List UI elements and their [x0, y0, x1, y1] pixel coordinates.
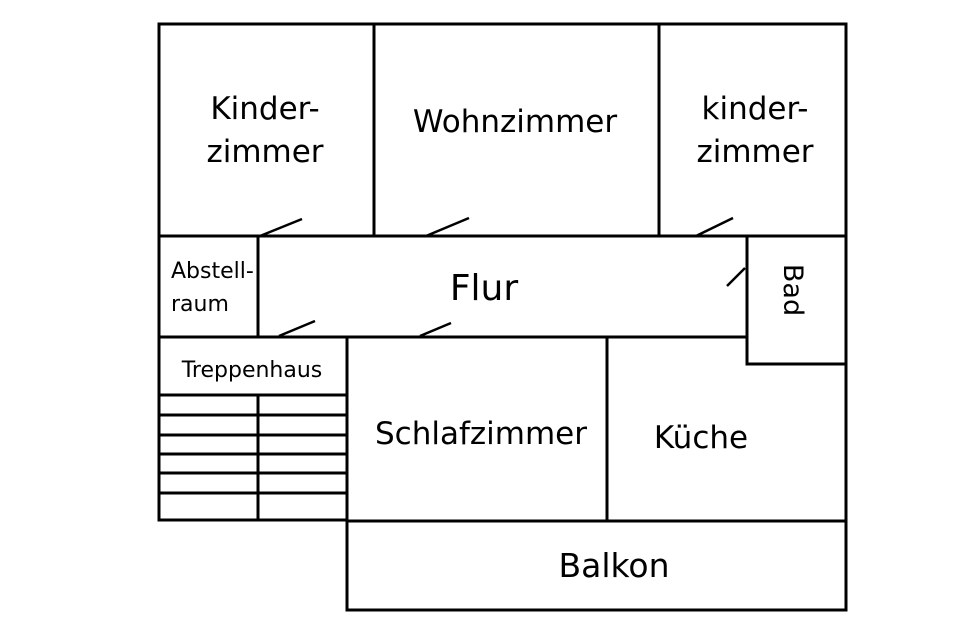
label-kinderzimmer-right-2: zimmer	[696, 134, 813, 170]
label-bad: Bad	[777, 264, 808, 316]
label-kueche: Küche	[654, 420, 748, 456]
label-balkon: Balkon	[558, 546, 669, 585]
door-schlafzimmer	[419, 321, 452, 338]
outer-wall-left	[157, 22, 349, 522]
door-wohnzimmer	[425, 216, 470, 238]
doors	[259, 216, 746, 338]
label-wohnzimmer: Wohnzimmer	[413, 104, 617, 140]
label-abstellraum-2: raum	[171, 292, 229, 317]
door-kinderzimmer-right	[695, 216, 734, 238]
door-abstellraum	[278, 319, 316, 338]
door-kinderzimmer-left	[259, 217, 303, 238]
wall-bad	[745, 236, 846, 366]
label-treppenhaus: Treppenhaus	[181, 358, 323, 383]
label-kinderzimmer-right-1: kinder-	[702, 91, 809, 127]
stairs	[159, 395, 347, 520]
door-bad	[726, 267, 746, 287]
label-kinderzimmer-left-1: Kinder-	[210, 91, 319, 127]
label-abstellraum-1: Abstell-	[171, 259, 254, 284]
label-kinderzimmer-left-2: zimmer	[206, 134, 323, 170]
outer-wall-top-right	[157, 22, 848, 523]
label-schlafzimmer: Schlafzimmer	[375, 416, 587, 452]
label-flur: Flur	[450, 268, 519, 309]
